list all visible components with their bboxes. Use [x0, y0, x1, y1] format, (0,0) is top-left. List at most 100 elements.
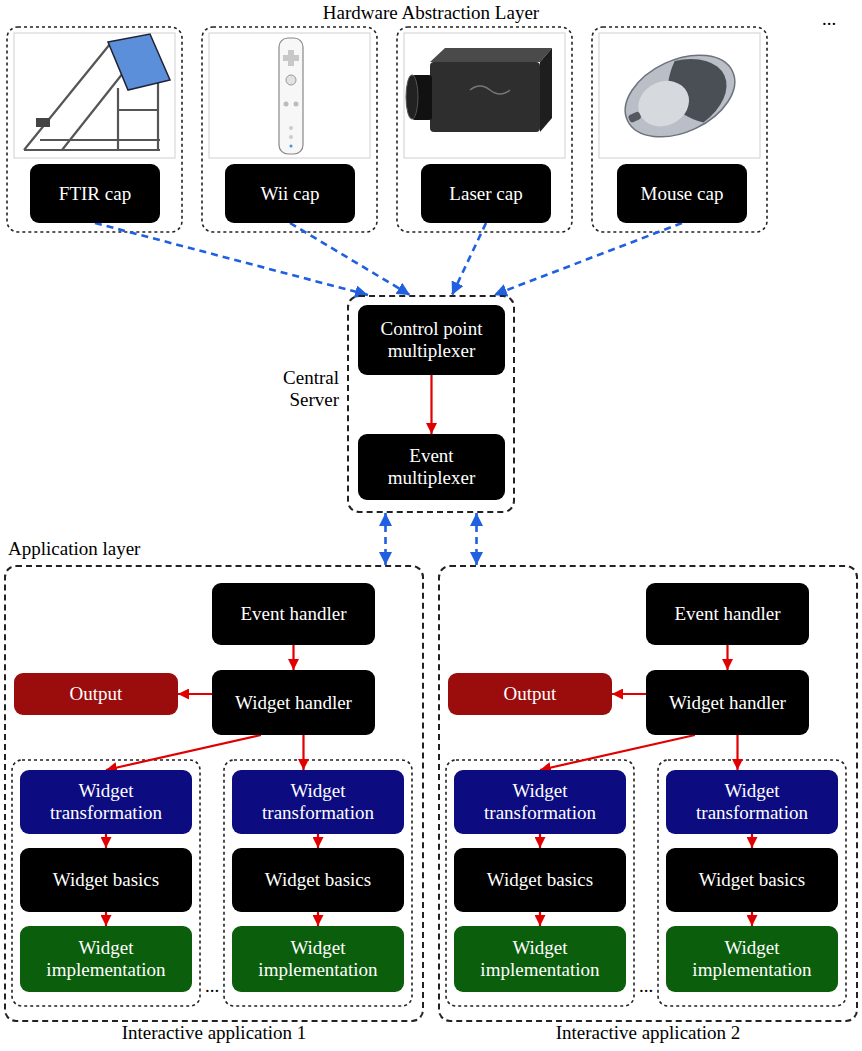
- widget-group-frame: [658, 760, 846, 1006]
- device-frame: [397, 27, 572, 232]
- ellipsis: ...: [639, 975, 653, 997]
- camera-logo: [470, 86, 510, 94]
- device-capture-box: Laser cap: [421, 164, 551, 223]
- application-frame: Interactive application 2Event handlerOu…: [438, 565, 858, 1022]
- flow-arrow: [105, 912, 107, 926]
- flow-arrow: [317, 912, 319, 926]
- device-frame: [592, 27, 767, 232]
- process-box: Widget basics: [232, 848, 404, 912]
- flow-arrow: [751, 834, 753, 848]
- box-label: Widget transformation: [460, 780, 620, 824]
- box-label: Wii cap: [261, 183, 320, 205]
- box-label: Widget implementation: [672, 937, 832, 981]
- remote-led: [290, 145, 293, 148]
- box-label: Event handler: [240, 603, 346, 625]
- process-box: Event multiplexer: [358, 434, 505, 500]
- frame-leg: [117, 88, 119, 150]
- group-caption: Interactive application 1: [6, 1022, 422, 1044]
- group-caption: Central Server: [263, 367, 339, 411]
- layer-heading: Application layer: [8, 538, 140, 560]
- camera-body: [430, 62, 540, 132]
- box-label: Output: [70, 683, 123, 705]
- camera-side: [540, 48, 552, 132]
- dashed-arrow: [95, 223, 368, 295]
- flow-arrow: [292, 645, 294, 670]
- ellipsis: ...: [205, 975, 219, 997]
- widget-group-frames: [12, 760, 846, 1006]
- box-label: Output: [504, 683, 557, 705]
- remote-button: [294, 102, 299, 107]
- process-box: Widget basics: [454, 848, 626, 912]
- implementation-box: Widget implementation: [232, 926, 404, 992]
- layer-heading: Hardware Abstraction Layer: [323, 2, 539, 24]
- mouse-body: [612, 39, 748, 153]
- box-label: Laser cap: [449, 183, 522, 205]
- flow-arrow: [317, 834, 319, 848]
- frame-rail: [118, 109, 158, 111]
- ellipsis: ...: [822, 8, 836, 30]
- box-label: Widget implementation: [238, 937, 398, 981]
- screen-panel: [108, 34, 170, 90]
- device-frame: [7, 27, 182, 232]
- dashed-arrow: [475, 513, 478, 565]
- flow-arrow: [612, 693, 646, 695]
- frame-rail: [40, 139, 160, 141]
- server-frame: Central ServerControl point multiplexerE…: [347, 295, 515, 513]
- widget-group-frame: [12, 760, 200, 1006]
- box-label: Widget basics: [699, 869, 805, 891]
- mouse-highlight: [631, 73, 697, 135]
- process-box: Event handler: [646, 583, 809, 645]
- device-capture-box: Wii cap: [225, 164, 355, 223]
- image-border: [599, 33, 760, 158]
- frame-leg: [157, 78, 159, 150]
- box-label: Mouse cap: [641, 183, 724, 205]
- box-label: FTIR cap: [59, 183, 131, 205]
- remote-button: [289, 126, 293, 130]
- image-borders: [14, 33, 760, 158]
- transformation-box: Widget transformation: [454, 770, 626, 834]
- process-box: Widget basics: [20, 848, 192, 912]
- box-label: Widget basics: [487, 869, 593, 891]
- mouse-illustration: [612, 39, 748, 153]
- flow-arrow: [539, 834, 541, 848]
- flow-arrow: [105, 834, 107, 848]
- box-label: Widget transformation: [672, 780, 832, 824]
- box-label: Widget handler: [669, 692, 786, 714]
- remote-body: [279, 38, 303, 154]
- output-box: Output: [448, 673, 612, 715]
- widget-group-frame: [446, 760, 634, 1006]
- flow-arrow: [751, 912, 753, 926]
- flow-arrow: [106, 735, 261, 770]
- frame-rail: [24, 149, 160, 151]
- flow-arrow: [540, 735, 695, 770]
- process-box: Event handler: [212, 583, 375, 645]
- device-capture-box: Mouse cap: [617, 164, 747, 223]
- box-label: Control point multiplexer: [364, 318, 499, 362]
- remote-button: [289, 135, 293, 139]
- output-box: Output: [14, 673, 178, 715]
- box-label: Widget basics: [53, 869, 159, 891]
- application-frame: Interactive application 1Event handlerOu…: [4, 565, 424, 1022]
- device-capture-box: FTIR cap: [30, 164, 160, 223]
- box-label: Widget transformation: [238, 780, 398, 824]
- device-frames: [7, 27, 767, 232]
- box-label: Widget implementation: [26, 937, 186, 981]
- image-border: [209, 33, 370, 158]
- flow-arrow: [430, 375, 432, 434]
- image-border: [404, 33, 565, 158]
- flow-arrow: [302, 735, 304, 770]
- box-label: Event multiplexer: [364, 445, 499, 489]
- image-border: [14, 33, 175, 158]
- process-box: Control point multiplexer: [358, 305, 505, 375]
- camera-top: [430, 48, 552, 62]
- flow-arrow: [178, 693, 212, 695]
- laser-camera-illustration: [406, 48, 552, 132]
- box-label: Widget implementation: [460, 937, 620, 981]
- scroll-wheel: [628, 111, 642, 123]
- remote-button: [284, 102, 289, 107]
- dashed-arrow: [452, 223, 486, 295]
- box-label: Widget transformation: [26, 780, 186, 824]
- process-box: Widget basics: [666, 848, 838, 912]
- widget-group-frame: [224, 760, 412, 1006]
